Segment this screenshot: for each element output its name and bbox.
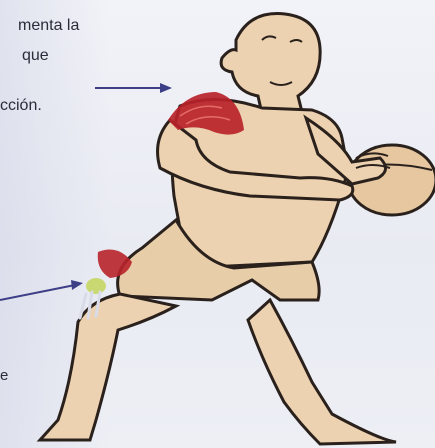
head [221,14,320,114]
arrow-to-knee [0,280,83,300]
leg-left [40,294,176,440]
shoulder-muscle-highlight [168,92,244,135]
arrow-to-shoulder [95,83,172,93]
leg-right [248,300,396,444]
